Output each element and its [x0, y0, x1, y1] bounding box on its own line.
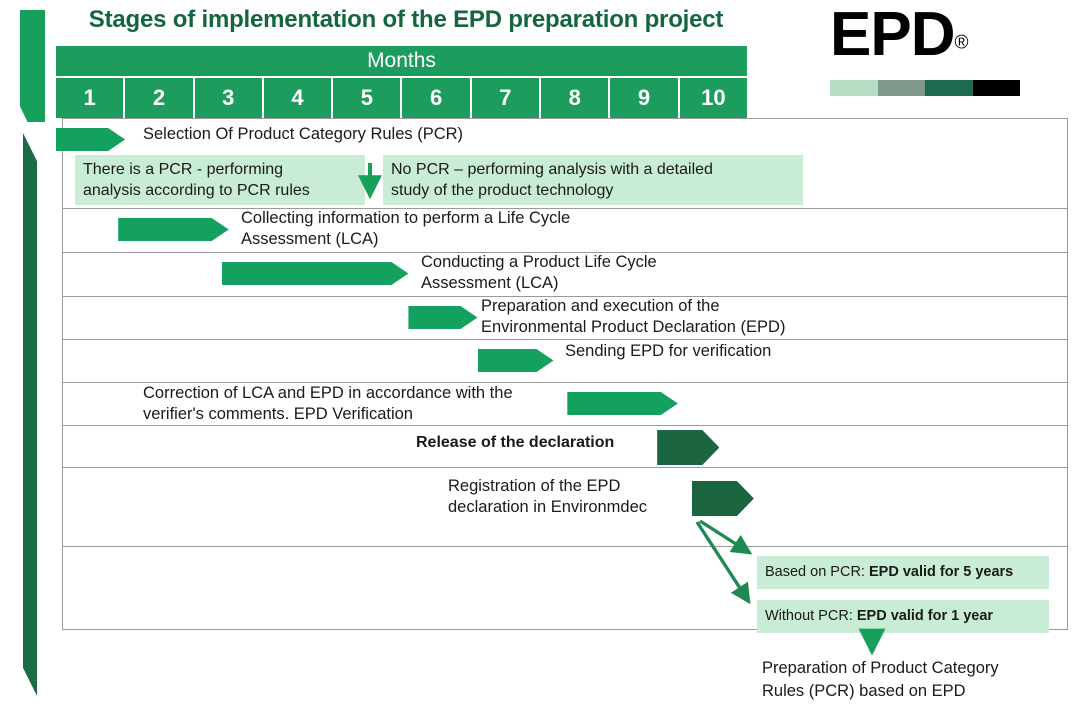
left-accent-bar-bottom [23, 133, 37, 696]
months-header-label: Months [56, 46, 747, 76]
month-cell-8[interactable]: 8 [541, 78, 609, 118]
month-cell-3[interactable]: 3 [194, 78, 262, 118]
gantt-row-6 [63, 426, 1067, 468]
month-cell-7[interactable]: 7 [471, 78, 540, 118]
branch-note-no-pcr: No PCR – performing analysis with a deta… [383, 155, 803, 205]
gantt-table: Selection Of Product Category Rules (PCR… [62, 118, 1068, 633]
gantt-label-release-declaration: Release of the declaration [416, 434, 615, 451]
branch-note-there-is-a-pcr: There is a PCR - performing analysis acc… [75, 155, 365, 205]
gantt-label-collecting-information: Collecting information to perform a Life… [241, 209, 571, 248]
logo-swatch-0 [830, 80, 878, 96]
gantt-row-5 [63, 383, 1067, 426]
validity-prefix-with-pcr: Based on PCR: [765, 564, 869, 580]
month-cell-4[interactable]: 4 [263, 78, 332, 118]
month-cell-1[interactable]: 1 [56, 78, 124, 118]
month-cell-5[interactable]: 5 [333, 78, 401, 118]
page-title: Stages of implementation of the EPD prep… [88, 6, 724, 33]
gantt-row-4 [63, 340, 1067, 383]
validity-value-without-pcr: EPD valid for 1 year [856, 608, 994, 624]
month-cell-6[interactable]: 6 [402, 78, 470, 118]
gantt-label-pcr-selection: Selection Of Product Category Rules (PCR… [143, 125, 464, 143]
gantt-label-registration-environmdec: Registration of the EPD declaration in E… [448, 477, 648, 516]
gantt-row-0 [63, 119, 1067, 209]
gantt-bar-collecting-information[interactable] [118, 218, 229, 241]
registered-trademark-icon: ® [954, 32, 969, 54]
month-cell-10[interactable]: 10 [679, 78, 747, 118]
gantt-row-1 [63, 209, 1067, 253]
validity-value-with-pcr: EPD valid for 5 years [868, 564, 1014, 580]
bottom-note: Preparation of Product Category Rules (P… [762, 659, 999, 700]
gantt-row-7 [63, 468, 1067, 547]
month-cell-2[interactable]: 2 [125, 78, 193, 118]
validity-prefix-without-pcr: Without PCR: [765, 608, 857, 624]
logo-swatch-1 [877, 80, 925, 96]
gantt-bar-conducting-lca[interactable] [222, 262, 409, 285]
gantt-row-2 [63, 253, 1067, 297]
logo-swatch-2 [925, 80, 973, 96]
gantt-row-3 [63, 297, 1067, 340]
gantt-label-sending-epd: Sending EPD for verification [565, 342, 772, 360]
validity-callout-without-pcr: Without PCR: EPD valid for 1 year [757, 600, 1049, 633]
gantt-bar-epd-preparation[interactable] [408, 306, 477, 329]
logo-swatch-3 [972, 80, 1020, 96]
gantt-label-correction-verification: Correction of LCA and EPD in accordance … [143, 384, 513, 423]
gantt-bar-correction-verification[interactable] [567, 392, 678, 415]
gantt-label-conducting-lca: Conducting a Product Life Cycle Assessme… [421, 253, 657, 292]
epd-logo-color-swatches [830, 80, 1020, 96]
month-cell-9[interactable]: 9 [610, 78, 678, 118]
validity-callout-with-pcr: Based on PCR: EPD valid for 5 years [757, 556, 1049, 589]
gantt-label-epd-preparation: Preparation and execution of the Environ… [481, 297, 786, 336]
gantt-bar-sending-epd[interactable] [478, 349, 554, 372]
epd-logo-wordmark: EPD [830, 0, 955, 69]
epd-logo: EPD® [830, 0, 1020, 114]
gantt-bar-pcr-selection[interactable] [56, 128, 125, 151]
left-accent-bar-top [20, 10, 45, 122]
